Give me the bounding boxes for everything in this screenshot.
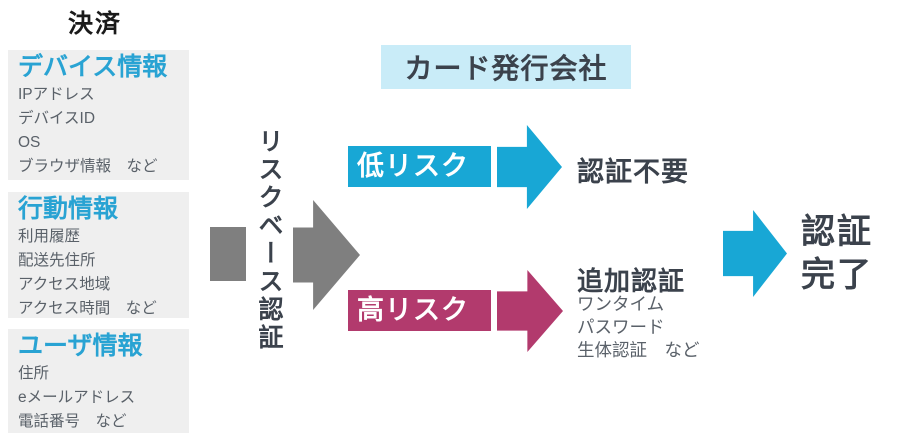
user-info-panel: ユーザ情報 住所 eメールアドレス 電話番号 など <box>8 329 189 433</box>
behavior-info-item: アクセス地域 <box>18 276 111 293</box>
device-info-item: IPアドレス <box>18 86 95 103</box>
complete-arrow-icon <box>723 210 787 297</box>
additional-auth-outcome-items: ワンタイム パスワード 生体認証 など <box>577 293 700 362</box>
user-info-title: ユーザ情報 <box>18 332 143 360</box>
behavior-info-item: アクセス時間 など <box>18 300 157 317</box>
behavior-info-panel: 行動情報 利用履歴 配送先住所 アクセス地域 アクセス時間 など <box>8 192 189 318</box>
behavior-info-item: 配送先住所 <box>18 252 96 269</box>
additional-auth-outcome-title: 追加認証 <box>577 266 686 296</box>
user-info-item: eメールアドレス <box>18 389 136 406</box>
additional-auth-item: 生体認証 など <box>577 340 700 360</box>
device-info-panel: デバイス情報 IPアドレス デバイスID OS ブラウザ情報 など <box>8 50 189 180</box>
input-square-icon <box>210 227 246 281</box>
no-auth-outcome: 認証不要 <box>577 157 689 187</box>
additional-auth-item: ワンタイム <box>577 294 665 314</box>
device-info-title: デバイス情報 <box>18 53 168 81</box>
device-info-item: ブラウザ情報 など <box>18 158 158 175</box>
behavior-info-title: 行動情報 <box>18 195 119 223</box>
additional-auth-item: パスワード <box>577 317 665 337</box>
behavior-info-item: 利用履歴 <box>18 228 81 245</box>
high-risk-arrow-icon <box>497 270 563 352</box>
low-risk-arrow-icon <box>497 125 562 209</box>
high-risk-tag: 高リスク <box>348 290 491 331</box>
page-title: 決済 <box>68 10 123 38</box>
auth-complete-line1: 認証 <box>801 213 873 251</box>
user-info-item: 電話番号 など <box>18 413 127 430</box>
card-issuer-label: カード発行会社 <box>381 45 631 89</box>
auth-complete-line2: 完了 <box>801 256 873 294</box>
low-risk-tag: 低リスク <box>348 146 491 187</box>
device-info-item: OS <box>18 134 41 151</box>
user-info-item: 住所 <box>18 365 50 382</box>
risk-based-auth-label: リスクベース認証 <box>255 128 283 352</box>
auth-complete-label: 認証 完了 <box>801 211 873 297</box>
device-info-item: デバイスID <box>18 110 96 127</box>
